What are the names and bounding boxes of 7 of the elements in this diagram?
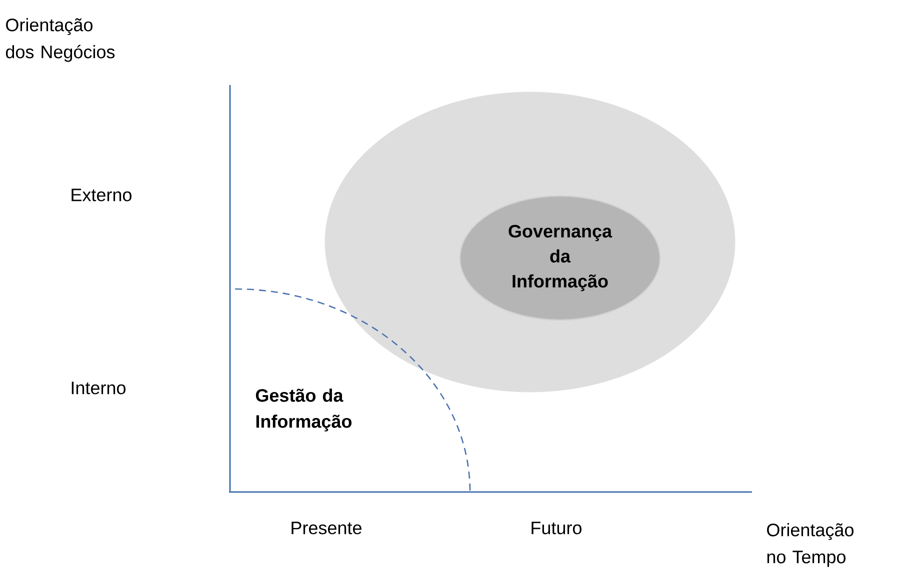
axis-label: Futuro [532,522,582,534]
axis-label: Orientação no Tempo [767,523,854,567]
axis-label: Presente [292,522,362,534]
axis-label: Interno [72,382,126,394]
axis-label: Externo [72,188,132,202]
dashed-quadrant: Gestão da Informação [234,288,471,492]
axis-label: Orientação dos Negócios [6,18,115,62]
